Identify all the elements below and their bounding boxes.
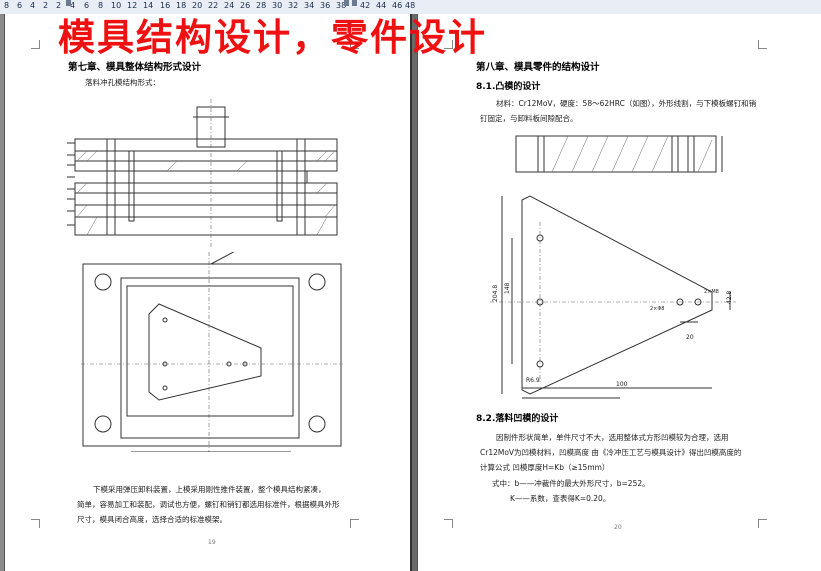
document-page-20[interactable]: 第八章、模具零件的结构设计 8.1.凸模的设计 材料：Cr12MoV，硬度：58… <box>418 14 821 571</box>
crop-mark <box>31 519 40 528</box>
ruler-tick-label: 8 <box>98 1 104 10</box>
dimension-label: 100 <box>616 381 628 388</box>
overlay-title: 模具结构设计，零件设计 <box>58 16 487 59</box>
ruler-tick-label: 20 <box>192 1 203 10</box>
paragraph-line: 计算公式 凹模厚度H=Kb（≥15mm） <box>480 463 610 472</box>
punch-plan-view <box>490 195 736 399</box>
ruler-indent-marker[interactable] <box>344 0 349 6</box>
ruler-tick-label: 12 <box>127 1 138 10</box>
ruler-tick-label: 36 <box>320 1 331 10</box>
ruler-tick-label: 26 <box>240 1 251 10</box>
ruler-tick-label: 18 <box>176 1 187 10</box>
paragraph-line: Cr12MoV为凹模材料，凹模高度 由《冷冲压工艺与模具设计》得出凹模高度的 <box>480 448 742 457</box>
ruler-tick-label: 42 <box>360 1 371 10</box>
page-gap <box>410 14 418 571</box>
ruler-tick-label: 16 <box>160 1 171 10</box>
ruler-tick-label: 38 <box>336 1 347 10</box>
ruler-tick-label: 28 <box>256 1 267 10</box>
paragraph-line: 简单，容易加工和装配，调试也方便，螺钉和销钉都选用标准件，根据模具外形 <box>77 500 340 509</box>
paragraph-line: 因制件形状简单，单件尺寸不大，选用整体式方形凹模较为合理，选用 <box>496 433 729 442</box>
crop-mark <box>350 519 359 528</box>
figure-caption: 落料冲孔模结构形式： <box>85 78 160 87</box>
dimension-label: 20 <box>686 334 694 341</box>
ruler-tick-label: 2 <box>43 1 49 10</box>
section-heading-8-2: 8.2.落料凹模的设计 <box>476 414 559 424</box>
ruler-tick-label: 34 <box>304 1 315 10</box>
paragraph-line: 材料：Cr12MoV，硬度：58～62HRC（如图），外形线割，与下模板螺钉和销 <box>496 99 757 108</box>
dimension-label: 204.8 <box>492 284 499 302</box>
dimension-label: 2×Φ8 <box>650 306 665 312</box>
ruler-indent-marker[interactable] <box>352 0 357 6</box>
chapter-heading: 第八章、模具零件的结构设计 <box>476 62 600 73</box>
ruler-tick-label: 30 <box>272 1 283 10</box>
dimension-label: 42.8 <box>726 290 733 304</box>
page-number: 20 <box>614 524 622 531</box>
ruler-tick-label: 4 <box>70 1 76 10</box>
chapter-heading: 第七章、模具整体结构形式设计 <box>68 62 202 73</box>
paragraph-line: 式中：b——冲裁件的最大外形尺寸，b=252。 <box>492 479 650 488</box>
dimension-label: 2×M8 <box>704 289 719 295</box>
paragraph-line: 尺寸，模具闭合高度，选择合适的标准模架。 <box>77 515 227 524</box>
ruler-indent-marker[interactable] <box>66 0 71 6</box>
ruler-tick-label: 46 <box>392 1 403 10</box>
ruler-tick-label: 2 <box>56 1 62 10</box>
crop-mark <box>444 40 453 49</box>
ruler-tick-label: 4 <box>30 1 36 10</box>
crop-mark <box>758 40 767 49</box>
crop-mark <box>350 40 359 49</box>
paragraph-line: K——系数，查表得K=0.20。 <box>510 494 611 503</box>
punch-side-view <box>515 135 723 173</box>
crop-mark <box>758 519 767 528</box>
dimension-label: 148 <box>504 282 511 294</box>
ruler-tick-label: 24 <box>224 1 235 10</box>
page-number: 19 <box>208 539 216 546</box>
crop-mark <box>31 40 40 49</box>
ruler-tick-label: 22 <box>208 1 219 10</box>
ruler-tick-label: 32 <box>288 1 299 10</box>
crop-mark <box>444 519 453 528</box>
ruler-tick-label: 14 <box>143 1 154 10</box>
assembly-section-drawing <box>67 99 338 249</box>
document-page-19[interactable]: 第七章、模具整体结构形式设计 落料冲孔模结构形式： <box>5 14 410 571</box>
paragraph-line: 下模采用弹压卸料装置，上模采用刚性推件装置，整个模具结构紧凑， <box>93 485 326 494</box>
ruler-tick-label: 6 <box>17 1 23 10</box>
paragraph-line: 钉固定，与卸料板间隙配合。 <box>480 114 578 123</box>
dimension-label: R6.9 <box>526 377 540 384</box>
die-plan-view-drawing <box>81 252 343 452</box>
ruler-tick-label: 44 <box>376 1 387 10</box>
section-heading-8-1: 8.1.凸模的设计 <box>476 82 541 92</box>
ruler-tick-label: 6 <box>84 1 90 10</box>
ruler-tick-label: 8 <box>4 1 10 10</box>
left-margin-strip <box>0 14 5 571</box>
ruler-tick-label: 48 <box>405 1 416 10</box>
ruler-tick-label: 10 <box>111 1 122 10</box>
